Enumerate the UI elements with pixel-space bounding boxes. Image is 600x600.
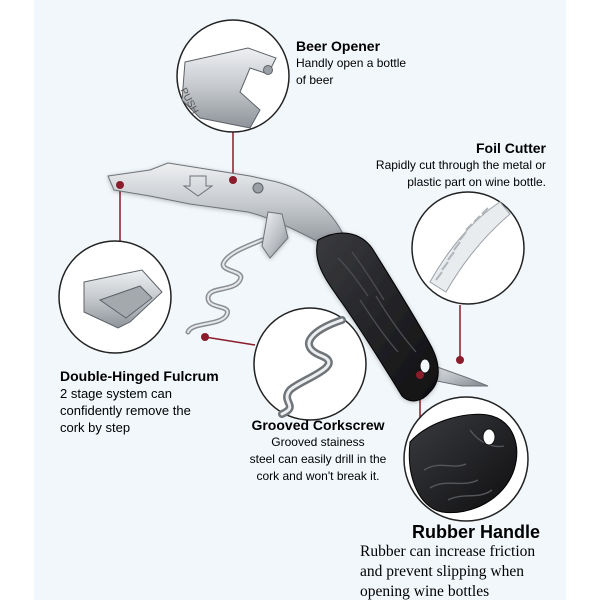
zoom-foil-cutter <box>411 191 525 305</box>
corkscrew-desc-line-2: steel can easily drill in the <box>249 452 387 466</box>
beer-opener-desc-line-2: of beer <box>296 73 334 87</box>
foil-cutter-desc-line-1: Rapidly cut through the metal or <box>375 158 546 172</box>
foil-cutter-title: Foil Cutter <box>476 140 546 156</box>
handle-desc-line-2: and prevent slipping when <box>360 563 525 580</box>
beer-opener-title: Beer Opener <box>296 38 381 54</box>
marker-foil-cutter <box>456 356 464 364</box>
fulcrum-desc-line-3: cork by step <box>60 420 131 435</box>
corkscrew-title: Grooved Corkscrew <box>251 417 385 433</box>
foil-cutter-desc-line-2: plastic part on wine bottle. <box>407 175 546 189</box>
marker-handle <box>416 371 424 379</box>
zoom-beer-opener: PUSH <box>176 19 290 133</box>
fulcrum-title: Double-Hinged Fulcrum <box>60 368 219 384</box>
callout-corkscrew: Grooved Corkscrew Grooved stainess steel… <box>232 417 404 485</box>
callout-foil-cutter: Foil Cutter Rapidly cut through the meta… <box>340 140 546 191</box>
beer-opener-desc-line-1: Handly open a bottle <box>296 56 407 70</box>
corkscrew-desc-line-1: Grooved stainess <box>271 435 365 449</box>
zoom-corkscrew <box>253 307 367 421</box>
leader-corkscrew <box>204 336 256 346</box>
waiters-friend-body <box>107 162 346 259</box>
leader-lines <box>119 130 461 420</box>
marker-fulcrum <box>116 181 124 189</box>
marker-beer-opener <box>229 176 237 184</box>
marker-corkscrew <box>201 333 209 341</box>
corkscrew-desc-line-3: cork and won't break it. <box>256 469 380 483</box>
markers <box>116 176 464 379</box>
rubber-handle <box>316 232 439 402</box>
fulcrum-desc-line-2: confidently remove the <box>60 403 191 418</box>
callout-beer-opener: Beer Opener Handly open a bottle of beer <box>296 38 476 89</box>
zoom-rubber-handle <box>403 396 529 522</box>
callout-fulcrum: Double-Hinged Fulcrum 2 stage system can… <box>60 368 230 436</box>
handle-desc-line-1: Rubber can increase friction <box>360 543 536 560</box>
handle-desc-line-3: opening wine bottles <box>360 583 490 600</box>
callout-rubber-handle: Rubber Handle Rubber can increase fricti… <box>360 522 560 600</box>
handle-title: Rubber Handle <box>412 522 541 542</box>
corkscrew-worm <box>185 237 265 335</box>
fulcrum-desc-line-1: 2 stage system can <box>60 386 172 401</box>
zoom-fulcrum <box>58 240 172 354</box>
